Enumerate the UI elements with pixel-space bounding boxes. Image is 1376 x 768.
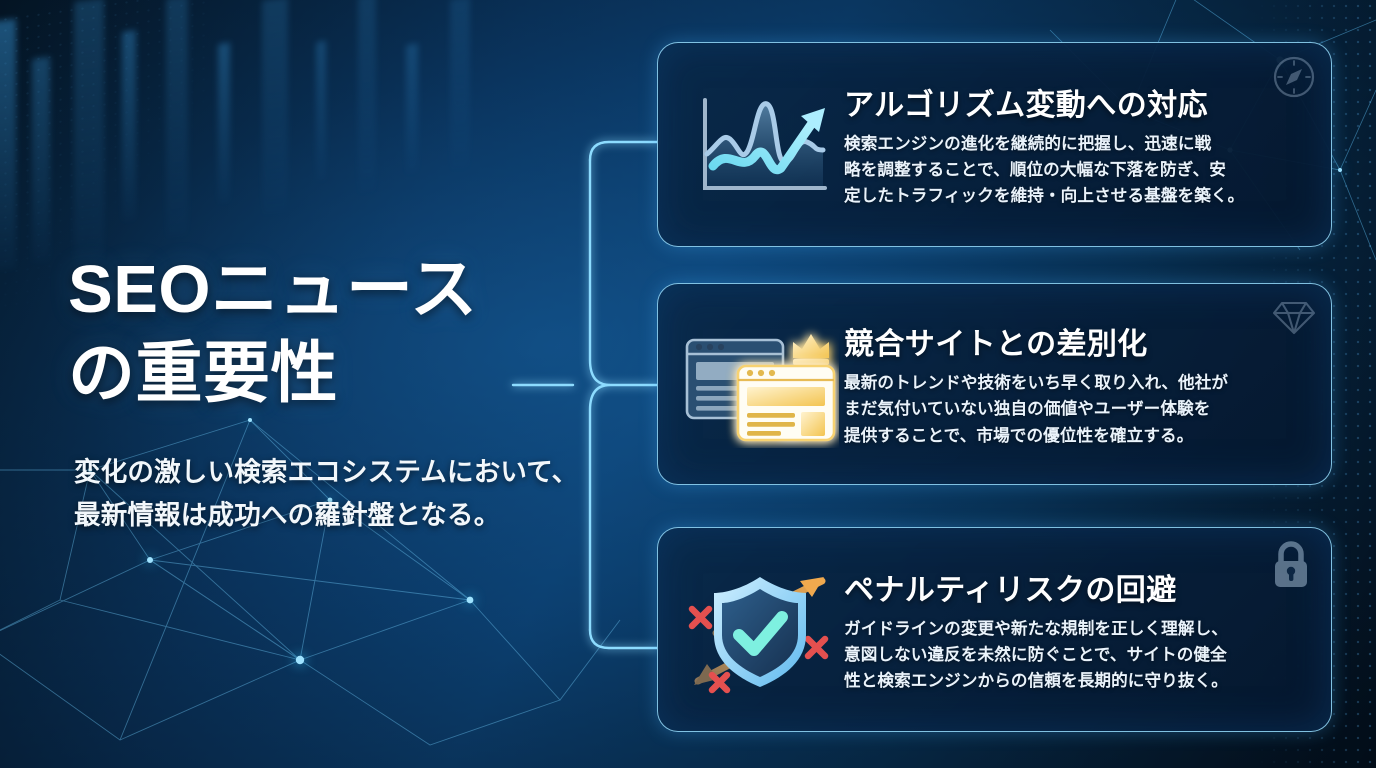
browser-windows-crown-icon (676, 284, 844, 484)
padlock-icon (1269, 540, 1313, 595)
cards-column: アルゴリズム変動への対応 検索エンジンの進化を継続的に把握し、迅速に戦 略を調整… (657, 0, 1332, 768)
card-penalty-risk-avoidance[interactable]: ペナルティリスクの回避 ガイドラインの変更や新たな規制を正しく理解し、 意図しな… (657, 527, 1332, 732)
shield-check-icon (676, 528, 844, 731)
card-algorithm-response[interactable]: アルゴリズム変動への対応 検索エンジンの進化を継続的に把握し、迅速に戦 略を調整… (657, 42, 1332, 247)
card-title: 競合サイトとの差別化 (844, 328, 1148, 362)
hero-text-block: SEOニュース の重要性 変化の激しい検索エコシステムにおいて、 最新情報は成功… (68, 248, 588, 537)
connector-bracket (511, 140, 659, 650)
compass-icon (1271, 54, 1317, 105)
page-title: SEOニュース の重要性 (68, 252, 478, 412)
card-competitor-differentiation[interactable]: 競合サイトとの差別化 最新のトレンドや技術をいち早く取り入れ、他社が まだ気付い… (657, 283, 1332, 485)
card-body: ガイドラインの変更や新たな規制を正しく理解し、 意図しない違反を未然に防ぐことで… (844, 618, 1228, 691)
diamond-icon (1271, 295, 1317, 342)
page-subtitle: 変化の激しい検索エコシステムにおいて、 最新情報は成功への羅針盤となる。 (74, 456, 579, 530)
line-chart-up-icon (676, 43, 844, 246)
card-body: 検索エンジンの進化を継続的に把握し、迅速に戦 略を調整することで、順位の大幅な下… (844, 133, 1245, 206)
card-title: アルゴリズム変動への対応 (844, 88, 1208, 122)
card-body: 最新のトレンドや技術をいち早く取り入れ、他社が まだ気付いていない独自の価値やユ… (844, 373, 1229, 445)
card-title: ペナルティリスクの回避 (844, 573, 1177, 607)
